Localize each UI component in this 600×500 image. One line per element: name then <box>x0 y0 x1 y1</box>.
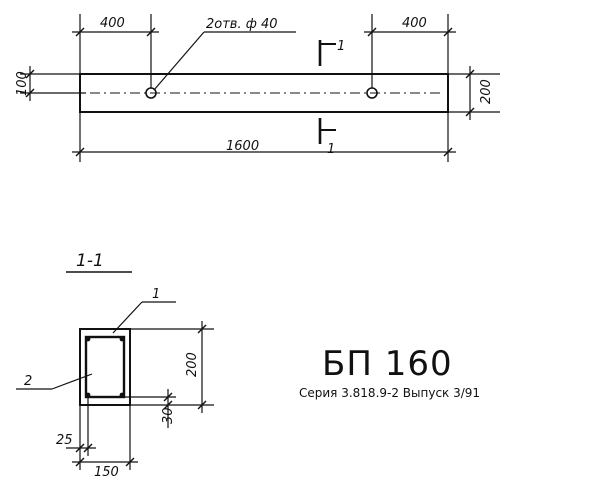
product-title: БП 160 <box>322 344 453 384</box>
holes-note: 2отв. ф 40 <box>206 17 278 32</box>
callout-1-leader <box>112 301 143 334</box>
series-label: Серия 3.818.9-2 Выпуск 3/91 <box>299 386 481 400</box>
callout-1-label: 1 <box>152 287 160 302</box>
holes-leader <box>153 31 205 91</box>
callout-2-leader <box>51 373 93 390</box>
section-outline <box>79 328 131 406</box>
dim-cover-label: 25 <box>56 433 73 448</box>
dim-height-right-label: 200 <box>479 79 494 104</box>
rebar-cage <box>84 335 126 399</box>
section-mark-top-label: 1 <box>337 39 345 54</box>
dim-section-width-label: 150 <box>94 465 119 480</box>
section-title: 1-1 <box>76 251 104 271</box>
dim-height-left-label: 100 <box>15 71 30 96</box>
dim-length-label: 1600 <box>226 139 259 154</box>
callout-2-label: 2 <box>24 374 32 389</box>
dim-section-height-label: 200 <box>185 352 200 377</box>
dim-left-label: 400 <box>100 16 125 31</box>
section-mark-bottom-label: 1 <box>327 142 335 157</box>
dim-section-bottom-label: 30 <box>161 407 176 424</box>
dim-right-label: 400 <box>402 16 427 31</box>
